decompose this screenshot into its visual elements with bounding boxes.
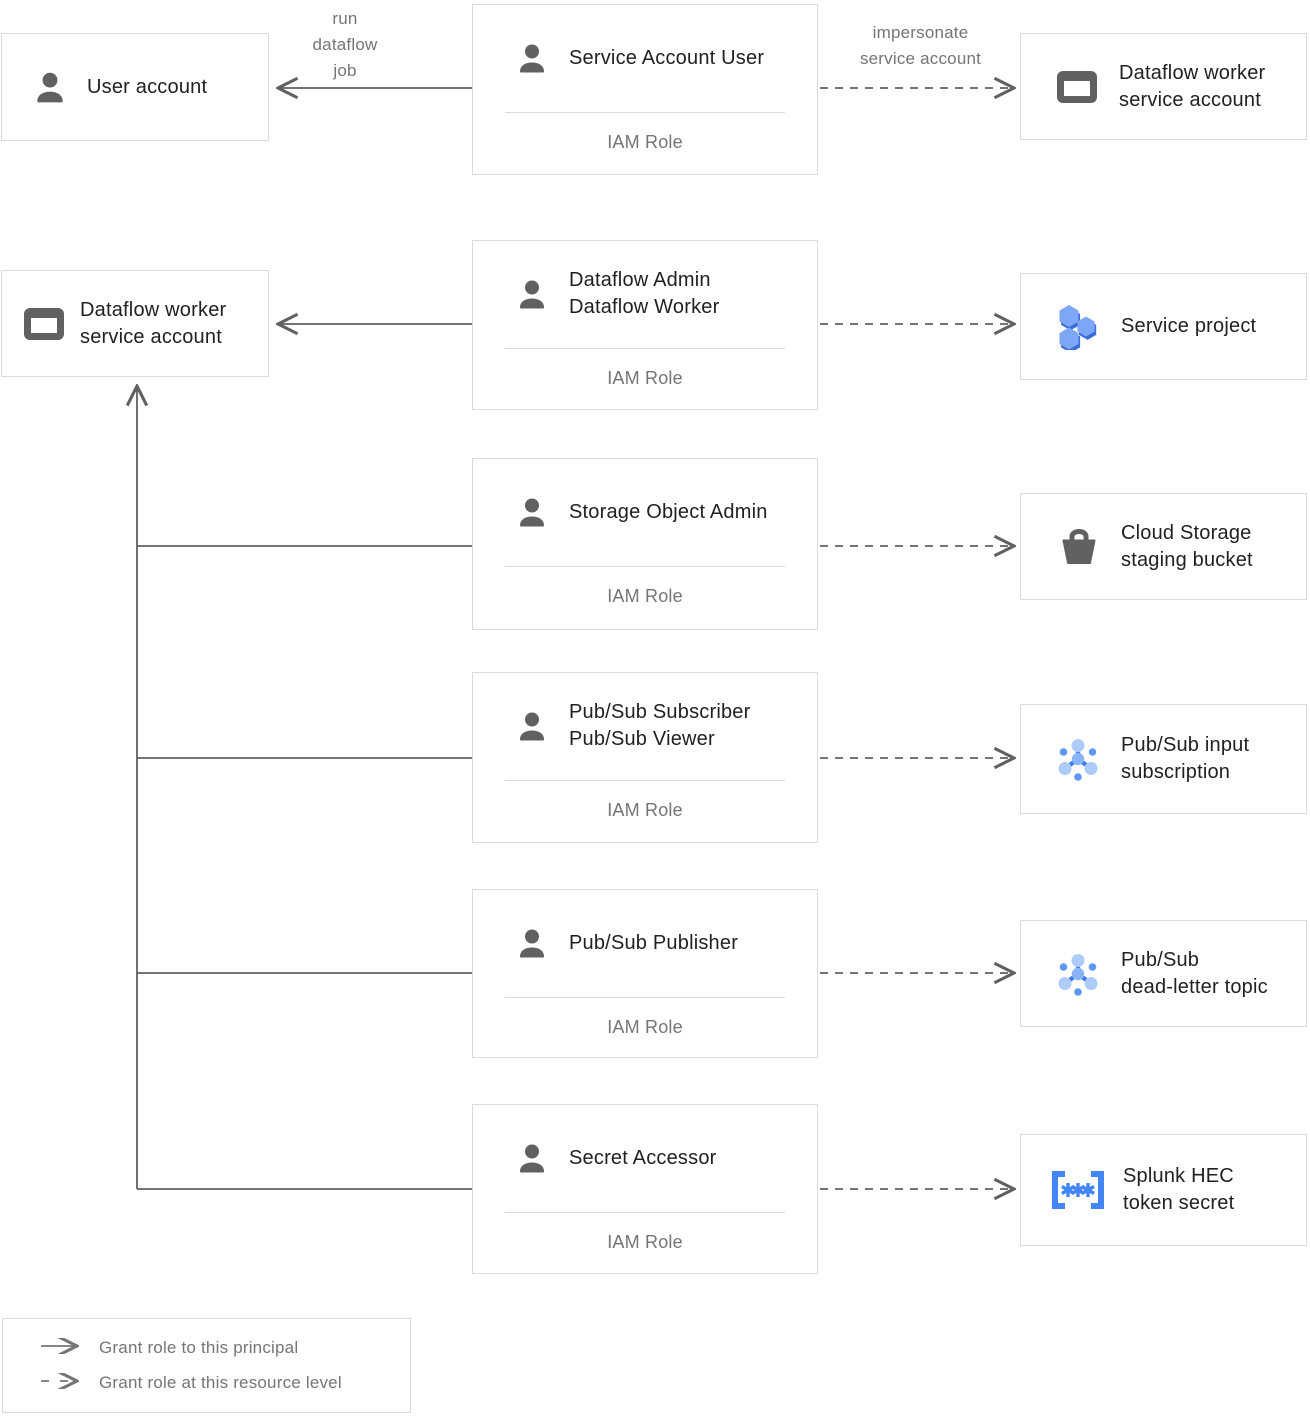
iam-role-label: IAM Role <box>607 586 683 606</box>
resource-node-staging-bucket: Cloud Storage staging bucket <box>1020 493 1307 600</box>
role-title: Pub/Sub Subscriber Pub/Sub Viewer <box>569 701 751 750</box>
resource-node-service-project: Service project <box>1020 273 1307 380</box>
secret-brackets-icon <box>1047 1169 1109 1211</box>
node-title: Service project <box>1121 315 1257 337</box>
iam-role-label: IAM Role <box>607 1232 683 1252</box>
service-account-card-icon <box>1055 67 1099 107</box>
role-node-pubsub-publisher: Pub/Sub Publisher IAM Role <box>472 889 818 1058</box>
divider <box>505 348 785 349</box>
dataflow-worker-sa-left-node: Dataflow worker service account <box>1 270 269 377</box>
project-hexagons-icon <box>1055 304 1101 350</box>
resource-node-splunk-hec-token-secret: Splunk HEC token secret <box>1020 1134 1307 1246</box>
role-title: Storage Object Admin <box>569 500 768 523</box>
divider <box>505 1212 785 1213</box>
legend-row-dashed: Grant role at this resource level <box>39 1373 410 1394</box>
legend-label-solid: Grant role to this principal <box>99 1338 299 1357</box>
role-title: Secret Accessor <box>569 1146 717 1169</box>
node-title: Splunk HEC token secret <box>1123 1165 1235 1214</box>
role-title: Service Account User <box>569 46 765 69</box>
role-title: Pub/Sub Publisher <box>569 931 739 954</box>
person-icon <box>515 277 549 311</box>
resource-node-dataflow-worker-sa: Dataflow worker service account <box>1020 33 1307 140</box>
person-icon <box>515 41 549 75</box>
node-title: Dataflow worker service account <box>80 298 227 348</box>
edge-label-impersonate: impersonate service account <box>859 23 982 68</box>
pubsub-icon <box>1055 736 1101 782</box>
person-icon <box>32 69 68 105</box>
role-node-service-account-user: Service Account User IAM Role <box>472 4 818 175</box>
divider <box>505 566 785 567</box>
node-title: Dataflow worker service account <box>1119 61 1266 111</box>
role-title: Dataflow Admin Dataflow Worker <box>569 269 720 318</box>
divider <box>505 780 785 781</box>
role-node-storage-object-admin: Storage Object Admin IAM Role <box>472 458 818 630</box>
dashed-arrow-icon <box>39 1373 83 1394</box>
user-account-node: User account <box>1 33 269 141</box>
resource-node-pubsub-input-subscription: Pub/Sub input subscription <box>1020 704 1307 814</box>
divider <box>505 112 785 113</box>
iam-role-label: IAM Role <box>607 132 683 152</box>
node-title: Pub/Sub dead-letter topic <box>1121 948 1268 998</box>
role-node-dataflow-admin-worker: Dataflow Admin Dataflow Worker IAM Role <box>472 240 818 410</box>
legend-row-solid: Grant role to this principal <box>39 1338 410 1359</box>
node-title: User account <box>87 75 208 98</box>
iam-role-label: IAM Role <box>607 368 683 388</box>
legend: Grant role to this principal Grant role … <box>2 1318 411 1413</box>
person-icon <box>515 926 549 960</box>
iam-role-label: IAM Role <box>607 800 683 820</box>
role-node-pubsub-subscriber-viewer: Pub/Sub Subscriber Pub/Sub Viewer IAM Ro… <box>472 672 818 843</box>
service-account-card-icon <box>22 304 66 344</box>
solid-arrow-icon <box>39 1338 83 1359</box>
storage-bucket-icon <box>1057 526 1101 568</box>
divider <box>505 997 785 998</box>
person-icon <box>515 495 549 529</box>
node-title: Cloud Storage staging bucket <box>1121 521 1253 571</box>
legend-label-dashed: Grant role at this resource level <box>99 1373 342 1392</box>
iam-role-label: IAM Role <box>607 1017 683 1037</box>
resource-node-pubsub-dead-letter-topic: Pub/Sub dead-letter topic <box>1020 920 1307 1027</box>
person-icon <box>515 709 549 743</box>
node-title: Pub/Sub input subscription <box>1121 734 1250 783</box>
person-icon <box>515 1141 549 1175</box>
edge-label-run-dataflow-job: run dataflow job <box>312 9 378 80</box>
pubsub-icon <box>1055 951 1101 997</box>
role-node-secret-accessor: Secret Accessor IAM Role <box>472 1104 818 1274</box>
